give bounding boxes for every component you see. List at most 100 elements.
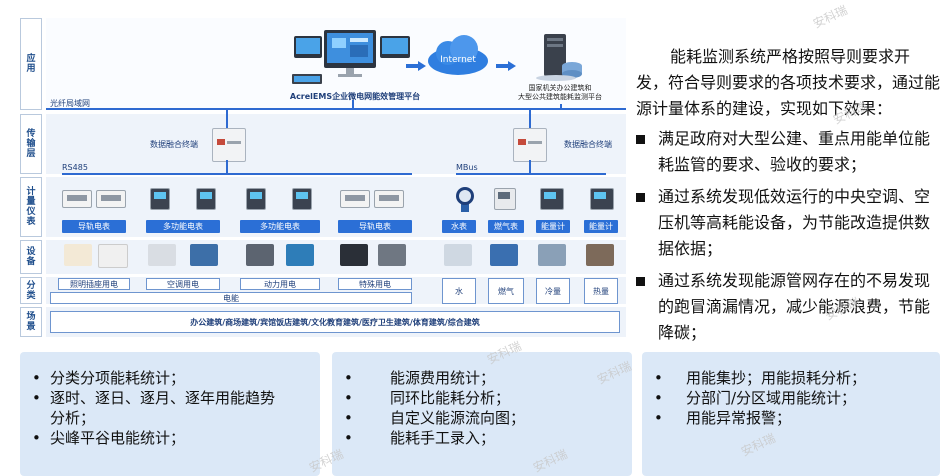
terminal-left-label: 数据融合终端 bbox=[150, 140, 198, 149]
chiller-image bbox=[538, 244, 566, 266]
meter-label: 能量计 bbox=[536, 220, 570, 233]
layer-scene: 场景 bbox=[20, 307, 42, 337]
feature-item: 分类分项能耗统计； bbox=[20, 368, 320, 388]
mbus-bus-line bbox=[456, 173, 606, 175]
feature-item: 分部门/分区域用能统计； bbox=[642, 388, 940, 408]
feature-list-1: 分类分项能耗统计； 逐时、逐日、逐月、逐年用能趋势分析； 尖峰平谷电能统计； bbox=[20, 352, 320, 476]
gov-line-1: 国家机关办公建筑和 bbox=[528, 84, 592, 92]
machine-image bbox=[378, 244, 406, 266]
category-box: 动力用电 bbox=[240, 278, 320, 290]
terminal-right-label: 数据融合终端 bbox=[564, 140, 612, 149]
watermark: 安科瑞 bbox=[810, 2, 850, 31]
rail-meter-icon bbox=[96, 190, 126, 208]
feature-item: 同环比能耗分析； bbox=[332, 388, 632, 408]
heat-meter-icon bbox=[590, 188, 614, 210]
multifunction-meter-icon bbox=[292, 188, 312, 210]
rs485-bus-line bbox=[62, 173, 412, 175]
meter-label: 水表 bbox=[442, 220, 476, 233]
feature-item: 尖峰平谷电能统计； bbox=[20, 428, 320, 448]
meter-label: 多功能电表 bbox=[240, 220, 320, 233]
connector bbox=[529, 109, 531, 129]
layer-equipment: 设备 bbox=[20, 240, 42, 274]
feature-item: 能源费用统计； bbox=[332, 368, 632, 388]
multifunction-meter-icon bbox=[150, 188, 170, 210]
description-bullet-text: 通过系统发现能源管网存在的不易发现的跑冒滴漏情况，减少能源浪费，节能降碳； bbox=[658, 271, 931, 342]
gas-stove-image bbox=[490, 244, 518, 266]
internet-label: Internet bbox=[440, 55, 476, 65]
connector bbox=[529, 160, 531, 174]
connector bbox=[226, 109, 228, 129]
faucet-image bbox=[444, 244, 472, 266]
square-bullet-icon bbox=[636, 135, 645, 144]
category-electric-total: 电能 bbox=[50, 292, 412, 304]
category-box: 空调用电 bbox=[146, 278, 220, 290]
category-box: 燃气 bbox=[488, 278, 524, 304]
heat-meter-icon bbox=[540, 188, 564, 210]
water-meter-icon bbox=[455, 186, 475, 212]
motor-image bbox=[286, 244, 314, 266]
gas-meter-icon bbox=[494, 188, 516, 210]
equipment-panel bbox=[46, 240, 626, 274]
connector bbox=[226, 160, 228, 174]
square-bullet-icon bbox=[636, 277, 645, 286]
feature-list-3: 用能集抄；用能损耗分析； 分部门/分区域用能统计； 用能异常报警； bbox=[642, 352, 940, 476]
meter-label: 导轨电表 bbox=[338, 220, 412, 233]
platform-monitors bbox=[292, 30, 412, 86]
connector bbox=[560, 104, 562, 109]
multifunction-meter-icon bbox=[196, 188, 216, 210]
rail-meter-icon bbox=[374, 190, 404, 208]
meter-label: 导轨电表 bbox=[62, 220, 126, 233]
server-rack-image bbox=[340, 244, 368, 266]
network-label: 光纤局域网 bbox=[50, 99, 90, 108]
description-intro: 能耗监测系统严格按照导则要求开发，符合导则要求的各项技术要求，通过能源计量体系的… bbox=[636, 47, 941, 118]
feature-item: 逐时、逐日、逐月、逐年用能趋势分析； bbox=[20, 388, 320, 428]
gov-line-2: 大型公共建筑能耗监测平台 bbox=[518, 93, 602, 101]
ac-outdoor-image bbox=[190, 244, 218, 266]
category-box: 照明插座用电 bbox=[58, 278, 130, 290]
arrow-right-icon bbox=[496, 56, 516, 75]
feature-item: 自定义能源流向图； bbox=[332, 408, 632, 428]
description-bullet: 满足政府对大型公建、重点用能单位能耗监管的要求、验收的要求； bbox=[636, 126, 940, 178]
lamp-image bbox=[64, 244, 92, 266]
connector bbox=[352, 100, 354, 109]
description-bullet: 通过系统发现能源管网存在的不易发现的跑冒滴漏情况，减少能源浪费，节能降碳； bbox=[636, 268, 940, 346]
socket-image bbox=[98, 244, 128, 268]
data-terminal-right bbox=[513, 128, 547, 162]
data-terminal-left bbox=[212, 128, 246, 162]
arrow-right-icon bbox=[406, 56, 426, 75]
ac-unit-image bbox=[148, 244, 176, 266]
feature-item: 用能集抄；用能损耗分析； bbox=[642, 368, 940, 388]
feature-item: 用能异常报警； bbox=[642, 408, 940, 428]
layer-category: 分类 bbox=[20, 277, 42, 304]
meter-label: 燃气表 bbox=[488, 220, 524, 233]
rail-meter-icon bbox=[62, 190, 92, 208]
scene-box: 办公建筑/商场建筑/宾馆饭店建筑/文化教育建筑/医疗卫生建筑/体育建筑/综合建筑 bbox=[50, 311, 620, 333]
meter-panel bbox=[46, 177, 626, 237]
meter-label: 多功能电表 bbox=[146, 220, 220, 233]
pump-image bbox=[246, 244, 274, 266]
boiler-image bbox=[586, 244, 614, 266]
description-bullet-text: 满足政府对大型公建、重点用能单位能耗监管的要求、验收的要求； bbox=[658, 129, 931, 174]
layer-app: 应用 bbox=[20, 18, 42, 110]
network-line bbox=[46, 108, 626, 110]
multifunction-meter-icon bbox=[246, 188, 266, 210]
server-icon bbox=[534, 32, 586, 82]
rail-meter-icon bbox=[340, 190, 370, 208]
layer-transport: 传输层 bbox=[20, 114, 42, 174]
layer-metering: 计量仪表 bbox=[20, 177, 42, 237]
rs485-label: RS485 bbox=[62, 163, 88, 172]
category-box: 特殊用电 bbox=[338, 278, 412, 290]
platform-name: AcrelEMS企业微电网能效管理平台 bbox=[289, 92, 421, 101]
meter-label: 能量计 bbox=[584, 220, 618, 233]
internet-cloud-icon bbox=[424, 33, 492, 79]
description-bullet-text: 通过系统发现低效运行的中央空调、空压机等高耗能设备，为节能改造提供数据依据； bbox=[658, 187, 931, 258]
feature-item: 能耗手工录入； bbox=[332, 428, 632, 448]
category-box: 水 bbox=[442, 278, 476, 304]
square-bullet-icon bbox=[636, 193, 645, 202]
feature-list-2: 能源费用统计； 同环比能耗分析； 自定义能源流向图； 能耗手工录入； bbox=[332, 352, 632, 476]
category-box: 冷量 bbox=[536, 278, 570, 304]
category-box: 热量 bbox=[584, 278, 618, 304]
description-bullet: 通过系统发现低效运行的中央空调、空压机等高耗能设备，为节能改造提供数据依据； bbox=[636, 184, 940, 262]
gov-platform-label: 国家机关办公建筑和 大型公共建筑能耗监测平台 bbox=[500, 84, 620, 102]
mbus-label: MBus bbox=[456, 163, 478, 172]
